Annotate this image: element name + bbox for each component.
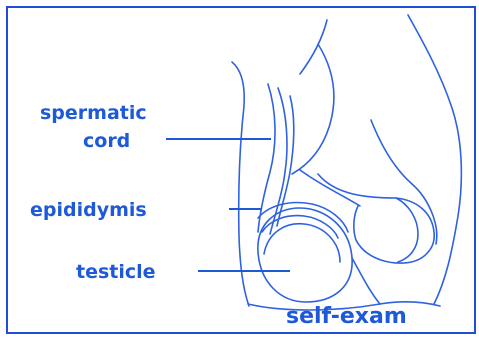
body-outline-left (232, 62, 249, 306)
penis-shaft-inner (300, 170, 360, 206)
caption-self-exam: self-exam (286, 306, 407, 328)
inner-thigh-curve (371, 120, 437, 244)
penis-outline (318, 174, 434, 263)
label-testicle: testicle (76, 263, 156, 282)
penis-head (396, 198, 418, 262)
label-cord: cord (83, 132, 130, 151)
scrotum-side-line (352, 258, 380, 304)
label-spermatic: spermatic (40, 104, 147, 123)
body-outline-top-right (292, 20, 334, 174)
label-epididymis: epididymis (30, 201, 147, 220)
testicle-inner-line (264, 224, 340, 262)
